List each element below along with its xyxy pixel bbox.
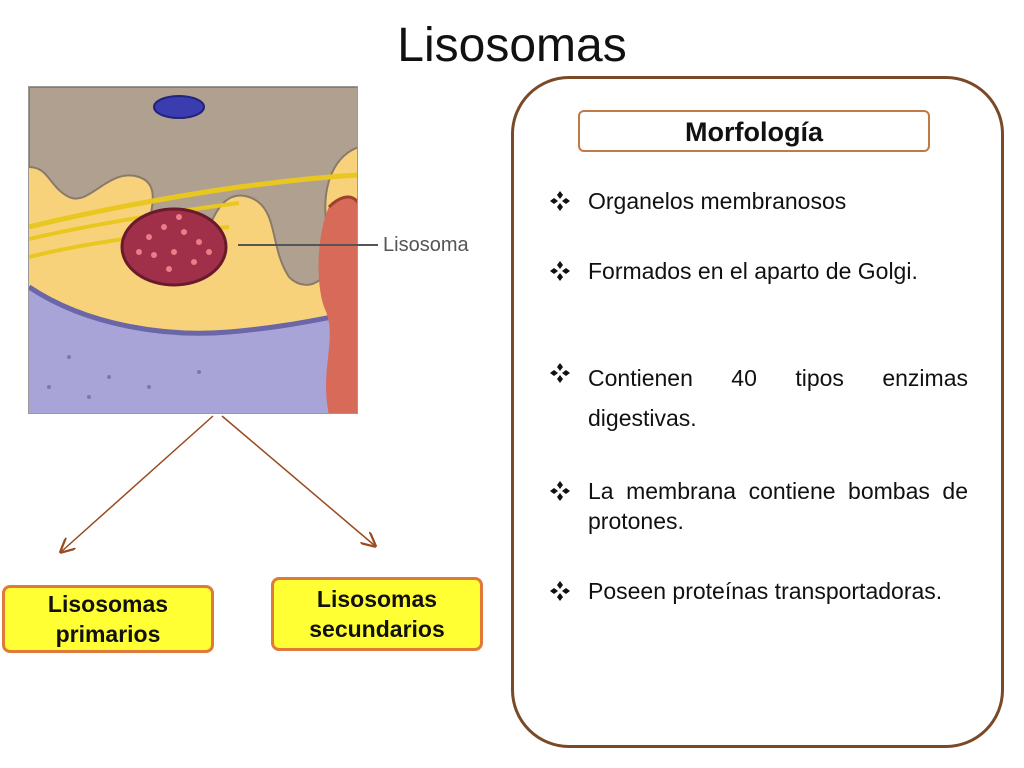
bullet-item: Poseen proteínas transportadoras.: [548, 576, 968, 606]
bullet-item: La membrana contiene bombas de protones.: [548, 476, 968, 536]
morphology-panel: [511, 76, 1004, 748]
four-diamond-bullet-icon: [550, 191, 570, 211]
primary-line-2: primarios: [55, 621, 161, 647]
label-leader-line: [238, 244, 378, 246]
bullet-text: Contienen 40 tipos enzimas digestivas.: [588, 365, 968, 431]
bullet-item: Contienen 40 tipos enzimas digestivas.: [548, 358, 968, 438]
primary-line-1: Lisosomas: [47, 591, 169, 617]
cell-illustration: [28, 86, 358, 414]
arrow-to-secondary: [221, 415, 374, 545]
arrow-to-primary: [62, 415, 214, 551]
secondary-line-1: Lisosomas: [316, 586, 438, 612]
lysosome-label: Lisosoma: [383, 234, 469, 256]
page-title: Lisosomas: [397, 19, 627, 72]
secondary-lysosomes-box: Lisosomas secundarios: [271, 577, 483, 651]
bullet-item: Formados en el aparto de Golgi.: [548, 256, 968, 286]
cell-diagram-image: [29, 87, 357, 413]
bullet-item: Organelos membranosos: [548, 186, 968, 216]
four-diamond-bullet-icon: [550, 481, 570, 501]
bullet-text: La membrana contiene bombas de protones.: [588, 478, 968, 534]
four-diamond-bullet-icon: [550, 261, 570, 281]
four-diamond-bullet-icon: [550, 581, 570, 601]
secondary-line-2: secundarios: [309, 616, 445, 642]
four-diamond-bullet-icon: [550, 363, 570, 383]
morphology-heading: Morfología: [578, 110, 930, 152]
bullet-text: Formados en el aparto de Golgi.: [588, 258, 918, 284]
bullet-text: Organelos membranosos: [588, 188, 847, 214]
primary-lysosomes-box: Lisosomas primarios: [2, 585, 214, 653]
bullet-text: Poseen proteínas transportadoras.: [588, 578, 943, 604]
